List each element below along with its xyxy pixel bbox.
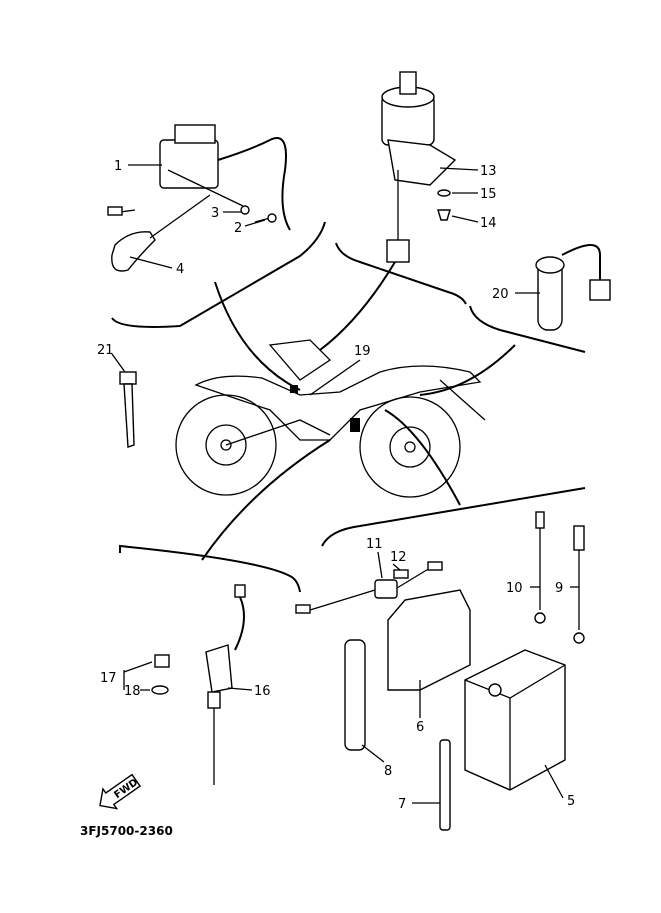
part-battery-box — [387, 589, 471, 691]
part-cable-band — [119, 371, 137, 448]
leader-lines — [111, 164, 579, 804]
label-part-19: 19 — [354, 344, 371, 359]
label-part-11: 11 — [366, 537, 383, 552]
part-starter-relay — [295, 561, 443, 614]
label-part-20: 20 — [492, 287, 509, 302]
forward-arrow-icon: FWD — [99, 773, 142, 810]
motorcycle-illustration — [175, 339, 486, 498]
pointer-curve — [384, 409, 461, 506]
pointer-curve — [214, 281, 301, 391]
part-neutral-switch — [151, 584, 246, 785]
label-part-4: 4 — [176, 262, 184, 277]
label-part-1: 1 — [114, 159, 122, 174]
part-battery-leads — [534, 511, 585, 644]
label-part-9: 9 — [555, 581, 563, 596]
label-part-17: 17 — [100, 671, 117, 686]
label-part-2: 2 — [234, 221, 242, 236]
part-battery-band — [344, 639, 366, 751]
group-divider-bottom-left — [119, 544, 301, 593]
pointer-curve — [201, 439, 331, 561]
label-part-3: 3 — [211, 206, 219, 221]
label-part-12: 12 — [390, 550, 407, 565]
group-divider-top-right — [469, 305, 586, 353]
label-part-21: 21 — [97, 343, 114, 358]
part-battery — [464, 649, 566, 791]
label-part-15: 15 — [480, 187, 497, 202]
pointer-curve — [419, 344, 516, 396]
label-part-6: 6 — [416, 720, 424, 735]
part-throttle-grip — [535, 244, 611, 331]
part-ignition-coil — [107, 124, 291, 272]
diagram-code: 3FJ5700-2360 — [80, 824, 173, 838]
group-divider-bottom-right — [321, 487, 586, 547]
label-part-13: 13 — [480, 164, 497, 179]
group-divider-top-left — [111, 221, 326, 328]
label-part-8: 8 — [384, 764, 392, 779]
label-part-18: 18 — [124, 684, 141, 699]
label-part-7: 7 — [398, 797, 406, 812]
group-divider-top-center — [335, 242, 467, 305]
label-part-5: 5 — [567, 794, 575, 809]
label-part-10: 10 — [506, 581, 523, 596]
label-part-14: 14 — [480, 216, 497, 231]
part-breather-hose — [439, 739, 451, 831]
pointer-curve — [319, 261, 396, 351]
part-main-switch — [381, 71, 457, 263]
label-part-16: 16 — [254, 684, 271, 699]
